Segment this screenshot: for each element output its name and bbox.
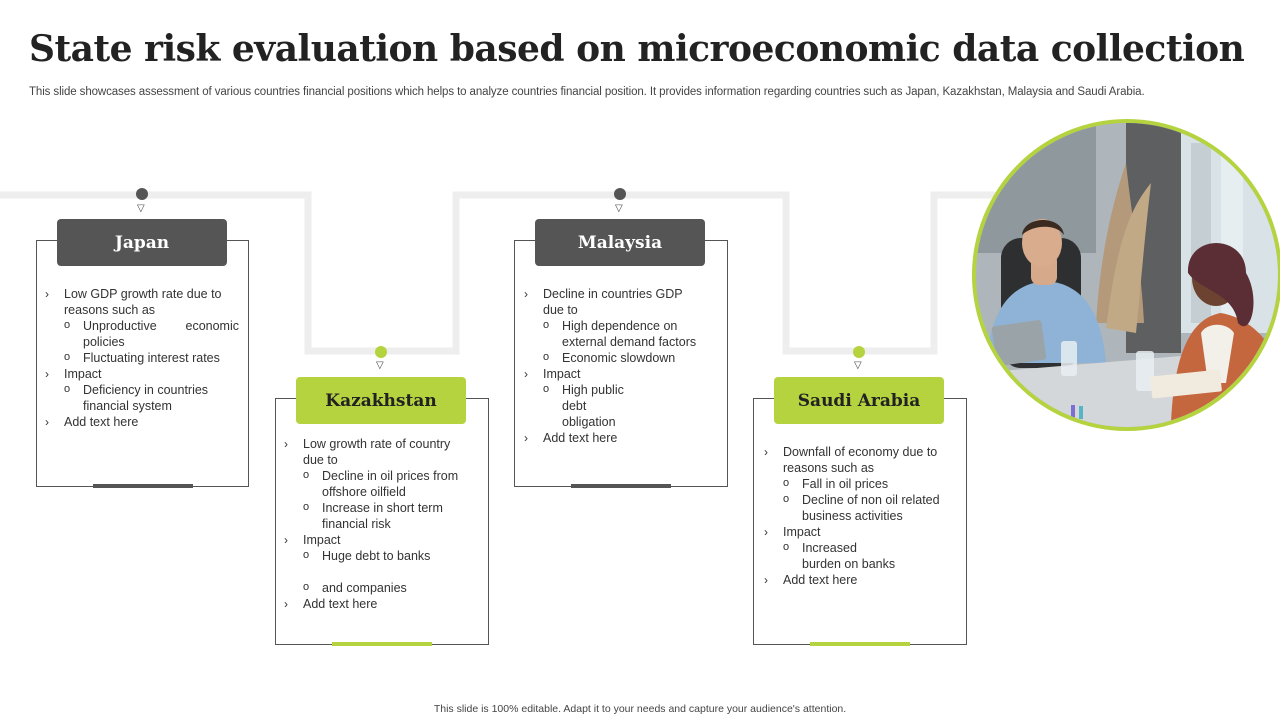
- list-item: High dependence on external demand facto…: [543, 317, 718, 350]
- japan-pin: [136, 188, 148, 200]
- saudi-arabia-card-bar: [810, 642, 910, 646]
- footer-note: This slide is 100% editable. Adapt it to…: [433, 703, 847, 715]
- list-item: Increased burden on banks: [783, 539, 958, 572]
- malaysia-arrow-icon: ▽: [615, 203, 623, 214]
- japan-card-bar: [92, 484, 193, 488]
- list-item: Decline in countries GDP due to High dep…: [524, 286, 718, 366]
- kazakhstan-header: Kazakhstan: [296, 377, 466, 424]
- kazakhstan-points: Low growth rate of country due to Declin…: [284, 436, 480, 612]
- list-item: Impact Increased burden on banks: [764, 524, 958, 572]
- malaysia-card-bar: [571, 484, 671, 488]
- list-item: Low growth rate of country due to Declin…: [284, 436, 480, 532]
- list-item: Add text here: [524, 430, 718, 446]
- list-item: High public debt obligation: [543, 381, 718, 430]
- list-item: and companies: [303, 579, 480, 596]
- saudi-arabia-arrow-icon: ▽: [854, 360, 862, 371]
- list-item: Add text here: [284, 596, 480, 612]
- list-item: Impact High public debt obligation: [524, 366, 718, 430]
- japan-points: Low GDP growth rate due to reasons such …: [45, 286, 239, 430]
- saudi-arabia-pin: [853, 346, 865, 358]
- list-item: Decline in oil prices from offshore oilf…: [303, 467, 480, 500]
- list-item: Decline of non oil related business acti…: [783, 491, 958, 524]
- list-item: Huge debt to banks: [303, 547, 480, 564]
- kazakhstan-arrow-icon: ▽: [376, 360, 384, 371]
- malaysia-pin: [614, 188, 626, 200]
- page-title: State risk evaluation based on microecon…: [29, 28, 1245, 70]
- list-item: Unproductive economic policies: [64, 317, 239, 350]
- list-item: Economic slowdown: [543, 349, 718, 366]
- list-item: Impact Deficiency in countries financial…: [45, 366, 239, 414]
- list-item: Low GDP growth rate due to reasons such …: [45, 286, 239, 366]
- list-item: Impact Huge debt to banks and companies: [284, 532, 480, 596]
- japan-arrow-icon: ▽: [137, 203, 145, 214]
- list-item: Add text here: [45, 414, 239, 430]
- page-subtitle: This slide showcases assessment of vario…: [29, 86, 1145, 98]
- malaysia-points: Decline in countries GDP due to High dep…: [524, 286, 718, 446]
- malaysia-header: Malaysia: [535, 219, 705, 266]
- meeting-photo: [972, 119, 1280, 431]
- meeting-photo-illustration: [976, 123, 1278, 427]
- japan-header: Japan: [57, 219, 227, 266]
- list-item: Increase in short term financial risk: [303, 499, 480, 532]
- list-item: Fall in oil prices: [783, 475, 958, 492]
- list-item: Add text here: [764, 572, 958, 588]
- saudi-arabia-header: Saudi Arabia: [774, 377, 944, 424]
- saudi-arabia-points: Downfall of economy due to reasons such …: [764, 444, 958, 588]
- list-item: Downfall of economy due to reasons such …: [764, 444, 958, 524]
- list-item: Deficiency in countries financial system: [64, 381, 239, 414]
- list-item: Fluctuating interest rates: [64, 349, 239, 366]
- kazakhstan-card-bar: [332, 642, 432, 646]
- kazakhstan-pin: [375, 346, 387, 358]
